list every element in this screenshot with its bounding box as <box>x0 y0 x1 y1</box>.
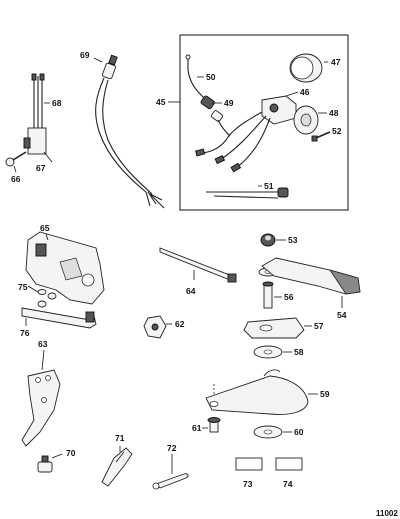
callout-69: 69 <box>80 50 90 60</box>
callout-56: 56 <box>284 292 294 302</box>
part-50-sensor-lead <box>185 54 207 101</box>
callout-54: 54 <box>337 310 347 320</box>
callout-48: 48 <box>329 108 339 118</box>
callout-53: 53 <box>288 235 298 245</box>
part-63-bracket <box>21 349 61 447</box>
callout-50: 50 <box>206 72 216 82</box>
callout-46: 46 <box>300 87 310 97</box>
callout-65: 65 <box>40 223 50 233</box>
part-74-decal <box>275 457 303 471</box>
part-67-switch <box>23 127 53 163</box>
part-60-washer <box>253 425 292 439</box>
callout-63: 63 <box>38 339 48 349</box>
callout-49: 49 <box>224 98 234 108</box>
part-70-plug <box>37 453 63 473</box>
callout-61: 61 <box>192 423 202 433</box>
callout-58: 58 <box>294 347 304 357</box>
part-52-screw <box>311 131 331 142</box>
part-61-bolt <box>202 384 221 433</box>
part-73-decal <box>235 457 263 471</box>
callout-47: 47 <box>331 57 341 67</box>
part-58-washer <box>253 345 292 359</box>
callout-62: 62 <box>175 319 185 329</box>
callout-59: 59 <box>320 389 330 399</box>
callout-67: 67 <box>36 163 46 173</box>
part-65-bracket <box>25 231 105 305</box>
part-69-cable <box>93 54 165 209</box>
diagram-code: 11002 <box>376 509 398 518</box>
callout-64: 64 <box>186 286 196 296</box>
part-51-lead <box>206 185 289 199</box>
part-72-cotter-pin <box>152 454 189 490</box>
callout-73: 73 <box>243 479 253 489</box>
part-46-switch-body <box>261 91 299 125</box>
callout-60: 60 <box>294 427 304 437</box>
part-68-harness <box>31 73 50 130</box>
callout-51: 51 <box>264 181 274 191</box>
part-53-nut <box>260 233 286 247</box>
part-64-tie-strap <box>159 247 237 283</box>
callout-70: 70 <box>66 448 76 458</box>
part-62-fitting <box>143 315 172 339</box>
harness-wires <box>195 111 271 173</box>
callout-71: 71 <box>115 433 125 443</box>
part-59-arc-bracket <box>205 369 318 415</box>
callout-52: 52 <box>332 126 342 136</box>
part-75-pins <box>27 285 57 308</box>
part-56-pin <box>262 281 282 309</box>
callout-75: 75 <box>18 282 28 292</box>
callout-68: 68 <box>52 98 62 108</box>
part-76-link-rod <box>21 307 97 329</box>
callout-66: 66 <box>11 174 21 184</box>
callout-57: 57 <box>314 321 324 331</box>
callout-74: 74 <box>283 479 293 489</box>
part-47-ring <box>289 53 328 83</box>
part-48-disc <box>293 105 327 135</box>
callout-45: 45 <box>156 97 166 107</box>
part-57-plate <box>243 317 312 339</box>
part-66-screw <box>5 151 27 173</box>
part-71-tool <box>101 446 133 487</box>
part-54-lever <box>261 257 361 308</box>
callout-72: 72 <box>167 443 177 453</box>
callout-76: 76 <box>20 328 30 338</box>
group-45-frame <box>179 34 349 211</box>
